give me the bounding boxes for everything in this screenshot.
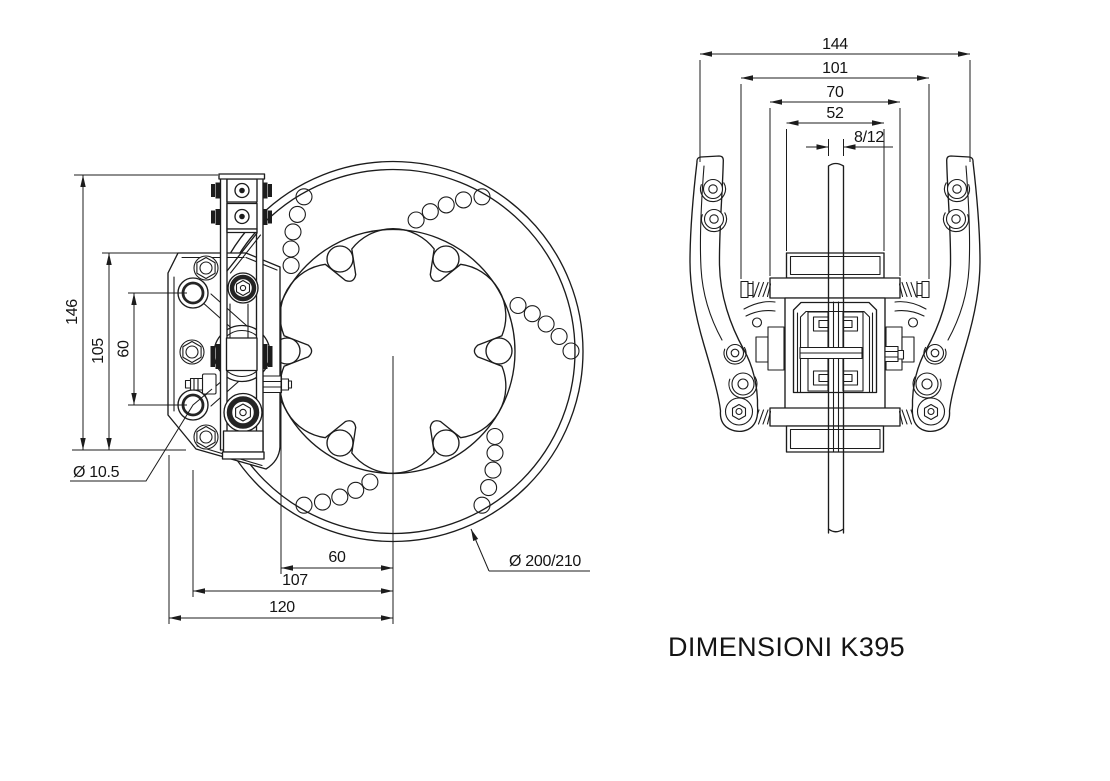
dim-spring-cap-span: 101 xyxy=(822,60,848,77)
side-view: 144 101 70 52 8/12 xyxy=(689,36,981,534)
bleed-screw xyxy=(184,373,217,395)
pad-pin-bolt-upper xyxy=(227,272,259,304)
side-arms xyxy=(689,155,981,433)
dim-center-to-edge: 120 xyxy=(269,599,295,616)
arm-bolts xyxy=(700,178,970,426)
dim-overall-width: 144 xyxy=(822,36,848,53)
dim-flange-width: 70 xyxy=(826,84,844,101)
side-dimensions: 144 101 70 52 8/12 xyxy=(699,36,971,279)
dim-caliper-height: 105 xyxy=(90,338,107,364)
dim-center-to-mount: 107 xyxy=(282,572,308,589)
dim-mount-hole-dia: Ø 10.5 xyxy=(73,464,120,481)
side-caliper-internals xyxy=(743,280,927,426)
side-disc-section xyxy=(827,162,845,534)
dim-body-width: 52 xyxy=(826,105,844,122)
pad-pin-bolt-lower xyxy=(223,392,263,433)
dim-hole-spacing: 60 xyxy=(116,340,133,358)
side-stud xyxy=(262,375,293,394)
mount-bracket xyxy=(210,173,273,460)
bracket-side-bolts xyxy=(210,182,273,369)
bracket-center-block xyxy=(225,337,258,372)
drawing-title: DIMENSIONI K395 xyxy=(668,632,905,662)
disc-hub-flower xyxy=(279,228,507,474)
front-view: 146 105 60 Ø 10.5 60 107 120 Ø 200/210 xyxy=(64,160,590,624)
dim-disc-thickness: 8/12 xyxy=(854,129,884,146)
dim-overall-height: 146 xyxy=(64,299,81,325)
caliper-hex-nuts xyxy=(179,255,219,450)
front-dimensions: 146 105 60 Ø 10.5 60 107 120 Ø 200/210 xyxy=(64,174,590,624)
dim-disc-diameter: Ø 200/210 xyxy=(509,553,581,570)
hub-mount-holes xyxy=(273,245,513,457)
dim-center-to-face: 60 xyxy=(328,549,346,566)
